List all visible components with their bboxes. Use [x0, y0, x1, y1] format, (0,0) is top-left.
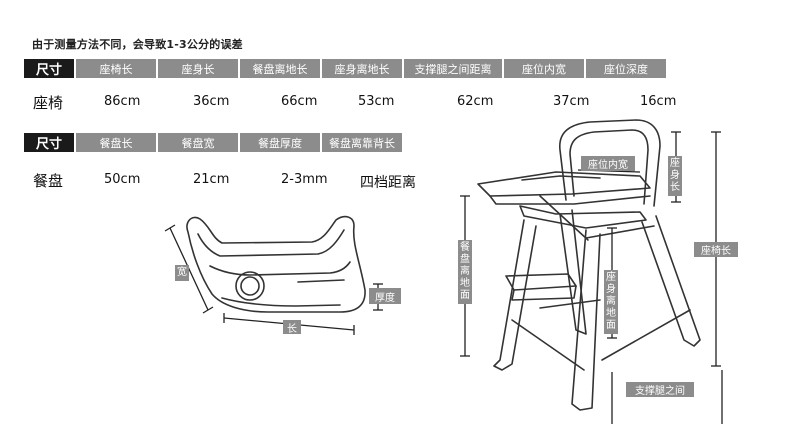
tray-spec-row: 餐盘 50cm 21cm 2-3mm 四档距离 [0, 172, 790, 192]
tray-drawing [186, 215, 366, 313]
chair-value-tray-height: 66cm [281, 94, 318, 109]
measurement-note: 由于测量方法不同，会导致1-3公分的误差 [32, 38, 243, 51]
chair-value-body-length: 36cm [193, 94, 230, 109]
tray-value-backrest-distance: 四档距离 [360, 175, 416, 191]
chair-header-leg-distance: 支撑腿之间距离 [404, 59, 502, 78]
tray-value-thickness: 2-3mm [281, 172, 328, 187]
chair-header-body-length: 座身长 [158, 59, 238, 78]
chair-header-seat-length: 座椅长 [76, 59, 156, 78]
chair-value-inner-width: 37cm [553, 94, 590, 109]
chair-value-seat-length: 86cm [104, 94, 141, 109]
tray-thickness-tag: 厚度 [369, 288, 401, 304]
chair-length-tag: 座椅长 [694, 242, 738, 257]
tray-header-length: 餐盘长 [76, 133, 156, 152]
tray-header-key: 尺寸 [24, 133, 74, 152]
chair-value-seat-height: 53cm [358, 94, 395, 109]
leg-distance-tag: 支撑腿之间 [626, 382, 694, 397]
tray-height-tag: 餐盘离地面 [458, 240, 472, 304]
seat-inner-width-tag: 座位内宽 [581, 156, 635, 171]
chair-header-inner-width: 座位内宽 [504, 59, 584, 78]
tray-spec-header: 尺寸 餐盘长 餐盘宽 餐盘厚度 餐盘离靠背长 [24, 133, 404, 152]
chair-drawing [477, 119, 701, 411]
chair-spec-header: 尺寸 座椅长 座身长 餐盘离地长 座身离地长 支撑腿之间距离 座位内宽 座位深度 [24, 59, 668, 78]
tray-value-length: 50cm [104, 172, 141, 187]
chair-row-label: 座椅 [33, 94, 64, 112]
tray-value-width: 21cm [193, 172, 230, 187]
chair-header-seat-height: 座身离地长 [322, 59, 402, 78]
chair-spec-row: 座椅 86cm 36cm 66cm 53cm 62cm 37cm 16cm [0, 94, 790, 114]
chair-header-tray-height: 餐盘离地长 [240, 59, 320, 78]
tray-header-backrest-distance: 餐盘离靠背长 [322, 133, 402, 152]
seat-body-length-tag: 座身长 [668, 156, 682, 196]
chair-value-depth: 16cm [640, 94, 677, 109]
tray-width-tag: 宽 [175, 265, 189, 281]
chair-header-depth: 座位深度 [586, 59, 666, 78]
chair-header-key: 尺寸 [24, 59, 74, 78]
tray-row-label: 餐盘 [33, 172, 64, 190]
chair-value-leg-distance: 62cm [457, 94, 494, 109]
seat-height-tag: 座身离地面 [604, 270, 618, 334]
tray-length-tag: 长 [283, 320, 301, 335]
tray-header-thickness: 餐盘厚度 [240, 133, 320, 152]
tray-header-width: 餐盘宽 [158, 133, 238, 152]
